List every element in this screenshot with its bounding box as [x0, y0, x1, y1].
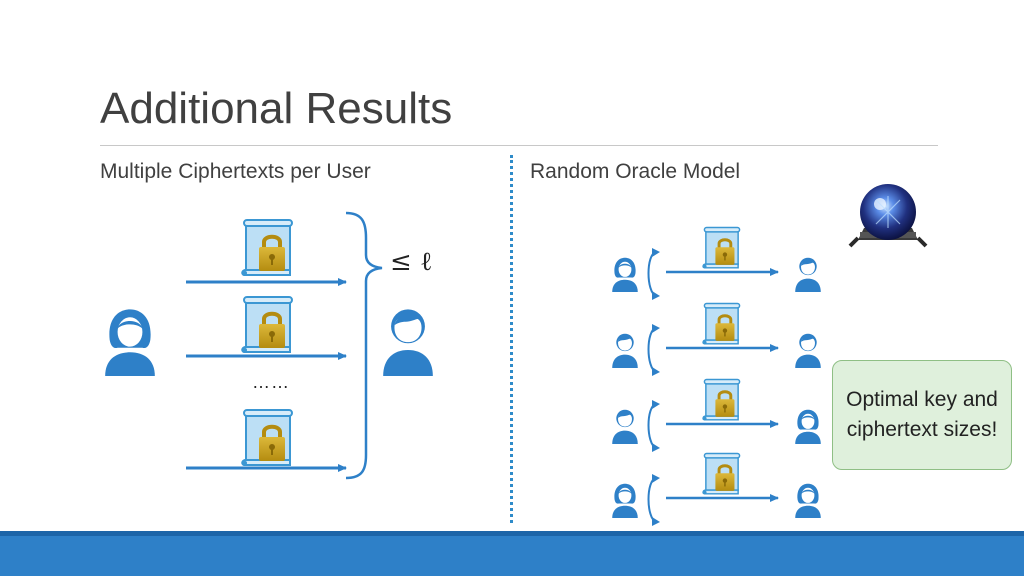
right-heading: Random Oracle Model [530, 160, 741, 183]
oracle-query-arc [647, 403, 657, 449]
left-female-user-icon [612, 483, 638, 518]
ciphertext-scroll-icon [701, 378, 742, 422]
ciphertext-scroll-icon [240, 295, 294, 354]
left-male-user-icon [612, 409, 638, 444]
ciphertext-scroll-icon [701, 302, 742, 346]
left-panel [105, 211, 433, 480]
receiver-male-user-icon [383, 309, 433, 376]
right-male-user-icon [795, 257, 821, 292]
crystal-ball-icon [848, 184, 928, 248]
oracle-query-arc [647, 327, 657, 373]
right-female-user-icon [795, 483, 821, 518]
left-heading: Multiple Ciphertexts per User [100, 160, 371, 183]
oracle-query-arc [647, 251, 657, 297]
curly-brace [345, 211, 383, 480]
oracle-row [612, 452, 821, 526]
ciphertext-scroll-icon [240, 218, 294, 277]
column-divider [510, 155, 513, 523]
ciphertext-scroll-icon [701, 452, 742, 496]
ciphertext-scroll-icon [701, 226, 742, 270]
right-panel [612, 226, 821, 526]
oracle-row [612, 302, 821, 376]
oracle-query-arc [647, 477, 657, 523]
ciphertext-bound-label: ≤ ℓ [390, 247, 433, 277]
right-female-user-icon [795, 409, 821, 444]
title-underline [100, 145, 938, 146]
right-male-user-icon [795, 333, 821, 368]
footer-bar-accent [0, 531, 1024, 536]
sender-female-user-icon [105, 309, 155, 376]
ciphertext-scroll-icon [240, 408, 294, 467]
slide-title: Additional Results [100, 84, 453, 133]
left-male-user-icon [612, 333, 638, 368]
ellipsis: …… [252, 372, 290, 392]
callout-text: Optimal key and ciphertext sizes! [846, 388, 998, 441]
callout-box: Optimal key and ciphertext sizes! [832, 360, 1012, 470]
oracle-row [612, 226, 821, 300]
footer-bar [0, 531, 1024, 576]
oracle-row [612, 378, 821, 452]
left-female-user-icon [612, 257, 638, 292]
